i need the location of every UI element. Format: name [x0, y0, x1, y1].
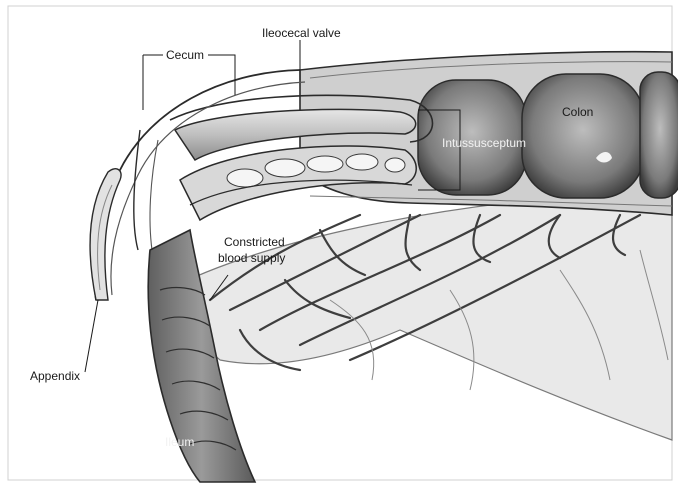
label-colon: Colon [562, 105, 593, 119]
label-constricted: Constricted [224, 235, 285, 249]
label-appendix: Appendix [30, 369, 80, 383]
label-blood-supply: blood supply [218, 251, 285, 265]
label-cecum: Cecum [166, 48, 204, 62]
label-ileum: Ileum [165, 435, 194, 449]
label-ileocecal-valve: Ileocecal valve [262, 26, 341, 40]
label-intussusceptum: Intussusceptum [442, 136, 526, 150]
